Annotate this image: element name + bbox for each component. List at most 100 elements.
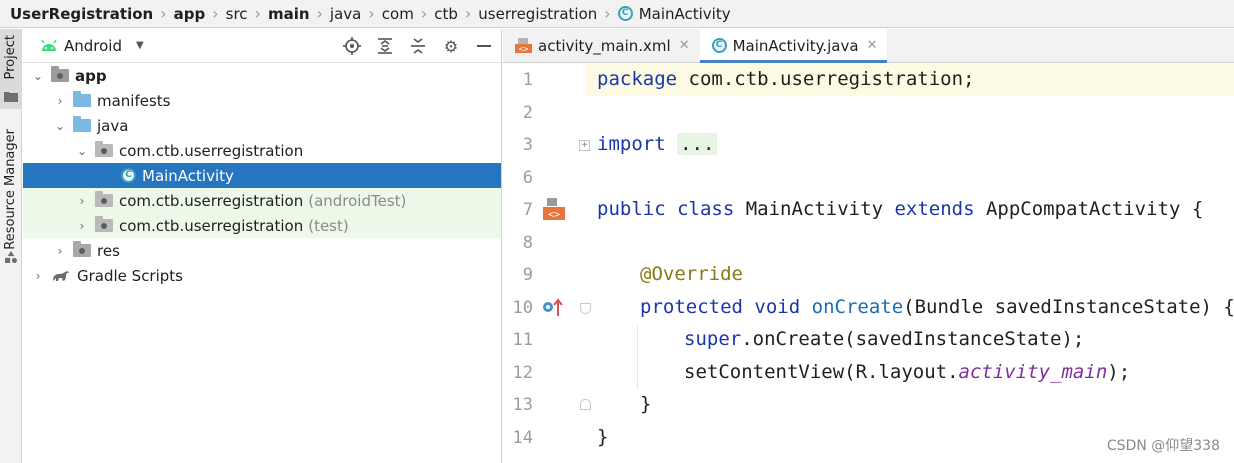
- breadcrumb-item-com[interactable]: com: [381, 4, 414, 23]
- breadcrumb-item-app[interactable]: app: [173, 4, 206, 23]
- package-icon: [95, 141, 113, 157]
- project-tool-label: Project: [3, 35, 18, 80]
- override-method-icon[interactable]: [541, 297, 565, 317]
- chevron-down-icon[interactable]: ⌄: [32, 68, 44, 83]
- code-line-3: import ...: [597, 133, 718, 155]
- code-line-13: }: [640, 393, 651, 415]
- tree-node-package-test[interactable]: › com.ctb.userregistration (test): [23, 213, 501, 238]
- code-text: }: [640, 393, 652, 415]
- keyword: import: [597, 133, 666, 155]
- tree-node-gradle[interactable]: › Gradle Scripts: [23, 263, 501, 288]
- keyword: void: [754, 296, 801, 318]
- code-line-11: super.onCreate(savedInstanceState);: [684, 328, 1084, 350]
- annotation: @Override: [640, 263, 743, 285]
- class-icon: C: [617, 6, 633, 21]
- gear-icon[interactable]: ⚙: [443, 36, 459, 56]
- fold-expand-icon[interactable]: +: [579, 140, 590, 151]
- tree-node-main-activity[interactable]: C MainActivity: [23, 163, 501, 188]
- close-icon[interactable]: ✕: [866, 38, 878, 53]
- fold-collapse-icon[interactable]: [580, 399, 591, 410]
- class-name: MainActivity: [734, 198, 895, 220]
- svg-text:<>: <>: [548, 210, 560, 221]
- locate-icon[interactable]: [341, 35, 363, 57]
- chevron-right-icon: ›: [464, 4, 472, 23]
- dropdown-caret-icon[interactable]: ▼: [136, 40, 144, 51]
- tab-activity-main-xml[interactable]: <> activity_main.xml ✕: [503, 29, 700, 62]
- line-number: 11: [512, 330, 533, 350]
- breadcrumb-item-ctb[interactable]: ctb: [434, 4, 458, 23]
- resource-manager-label: Resource Manager: [3, 129, 18, 250]
- breadcrumb-item-project[interactable]: UserRegistration: [10, 4, 154, 23]
- breadcrumb-item-current[interactable]: MainActivity: [638, 4, 731, 23]
- related-layout-icon[interactable]: <>: [541, 198, 567, 222]
- breadcrumb-item-java[interactable]: java: [329, 4, 362, 23]
- chevron-right-icon: ›: [160, 4, 167, 23]
- folder-icon: [4, 92, 18, 102]
- tree-label: manifests: [97, 91, 171, 110]
- line-number: 8: [522, 233, 533, 253]
- line-number: 7: [522, 200, 533, 220]
- collapse-all-icon[interactable]: [407, 35, 429, 57]
- fold-collapse-icon[interactable]: [580, 303, 591, 314]
- code-line-10: protected void onCreate(Bundle savedInst…: [640, 296, 1234, 318]
- tree-label: app: [75, 66, 107, 85]
- line-number: 2: [522, 103, 533, 123]
- keyword: extends: [894, 198, 975, 220]
- chevron-right-icon: ›: [420, 4, 428, 23]
- tree-node-res[interactable]: › res: [23, 238, 501, 263]
- code-editor[interactable]: package com.ctb.userregistration; import…: [585, 64, 1234, 463]
- tab-main-activity-java[interactable]: C MainActivity.java ✕: [699, 29, 888, 63]
- minimize-icon[interactable]: [473, 35, 495, 57]
- tab-label: MainActivity.java: [732, 36, 859, 55]
- chevron-right-icon[interactable]: ›: [79, 218, 85, 233]
- close-icon[interactable]: ✕: [678, 38, 690, 53]
- chevron-right-icon: ›: [368, 4, 375, 23]
- code-text: (Bundle savedInstanceState) {: [903, 296, 1234, 318]
- keyword: public: [597, 198, 666, 220]
- resource-manager-tool-tab[interactable]: Resource Manager: [0, 125, 22, 265]
- line-number: 9: [522, 265, 533, 285]
- project-tree: ⌄ app › manifests ⌄ java ⌄ com.ctb.userr…: [23, 63, 501, 288]
- breadcrumb-item-userregistration[interactable]: userregistration: [478, 4, 598, 23]
- tree-label: com.ctb.userregistration: [119, 191, 304, 210]
- breadcrumb-item-src[interactable]: src: [225, 4, 248, 23]
- project-panel: Android ▼ ⚙ ⌄ app › manifest: [23, 29, 502, 463]
- chevron-down-icon[interactable]: ⌄: [76, 143, 88, 158]
- tree-suffix: (test): [308, 216, 349, 235]
- tree-node-package-android-test[interactable]: › com.ctb.userregistration (androidTest): [23, 188, 501, 213]
- chevron-down-icon[interactable]: ⌄: [54, 118, 66, 133]
- breadcrumb: UserRegistration › app › src › main › ja…: [0, 0, 1234, 28]
- line-number: 13: [512, 395, 533, 415]
- indent-guide: [637, 326, 638, 390]
- keyword: protected: [640, 296, 743, 318]
- keyword: class: [677, 198, 735, 220]
- project-tool-tab[interactable]: Project: [0, 29, 22, 109]
- code-text: );: [1107, 361, 1131, 383]
- chevron-right-icon: ›: [254, 4, 261, 23]
- tree-node-java[interactable]: ⌄ java: [23, 113, 501, 138]
- tab-label: activity_main.xml: [538, 36, 671, 55]
- layout-file-icon: <>: [515, 38, 532, 53]
- line-number: 1: [522, 70, 533, 90]
- chevron-right-icon[interactable]: ›: [35, 268, 41, 283]
- editor-tabs: <> activity_main.xml ✕ C MainActivity.ja…: [503, 29, 1234, 63]
- tree-node-package[interactable]: ⌄ com.ctb.userregistration: [23, 138, 501, 163]
- line-number: 12: [512, 363, 533, 383]
- tree-node-app[interactable]: ⌄ app: [23, 63, 501, 88]
- expand-all-icon[interactable]: [374, 35, 396, 57]
- folded-imports[interactable]: ...: [677, 133, 718, 155]
- view-selector[interactable]: Android: [64, 36, 122, 55]
- code-text: setContentView(R.layout.: [684, 361, 959, 383]
- tree-node-manifests[interactable]: › manifests: [23, 88, 501, 113]
- watermark: CSDN @仰望338: [1106, 438, 1220, 454]
- tree-label: Gradle Scripts: [77, 266, 183, 285]
- chevron-right-icon[interactable]: ›: [57, 243, 63, 258]
- breadcrumb-item-main[interactable]: main: [267, 4, 310, 23]
- folder-icon: [73, 116, 91, 132]
- tree-label: MainActivity: [142, 166, 234, 185]
- code-text: AppCompatActivity {: [974, 198, 1204, 220]
- resource-folder-icon: [73, 241, 91, 257]
- resources-icon: [5, 251, 17, 263]
- chevron-right-icon[interactable]: ›: [79, 193, 85, 208]
- chevron-right-icon[interactable]: ›: [57, 93, 63, 108]
